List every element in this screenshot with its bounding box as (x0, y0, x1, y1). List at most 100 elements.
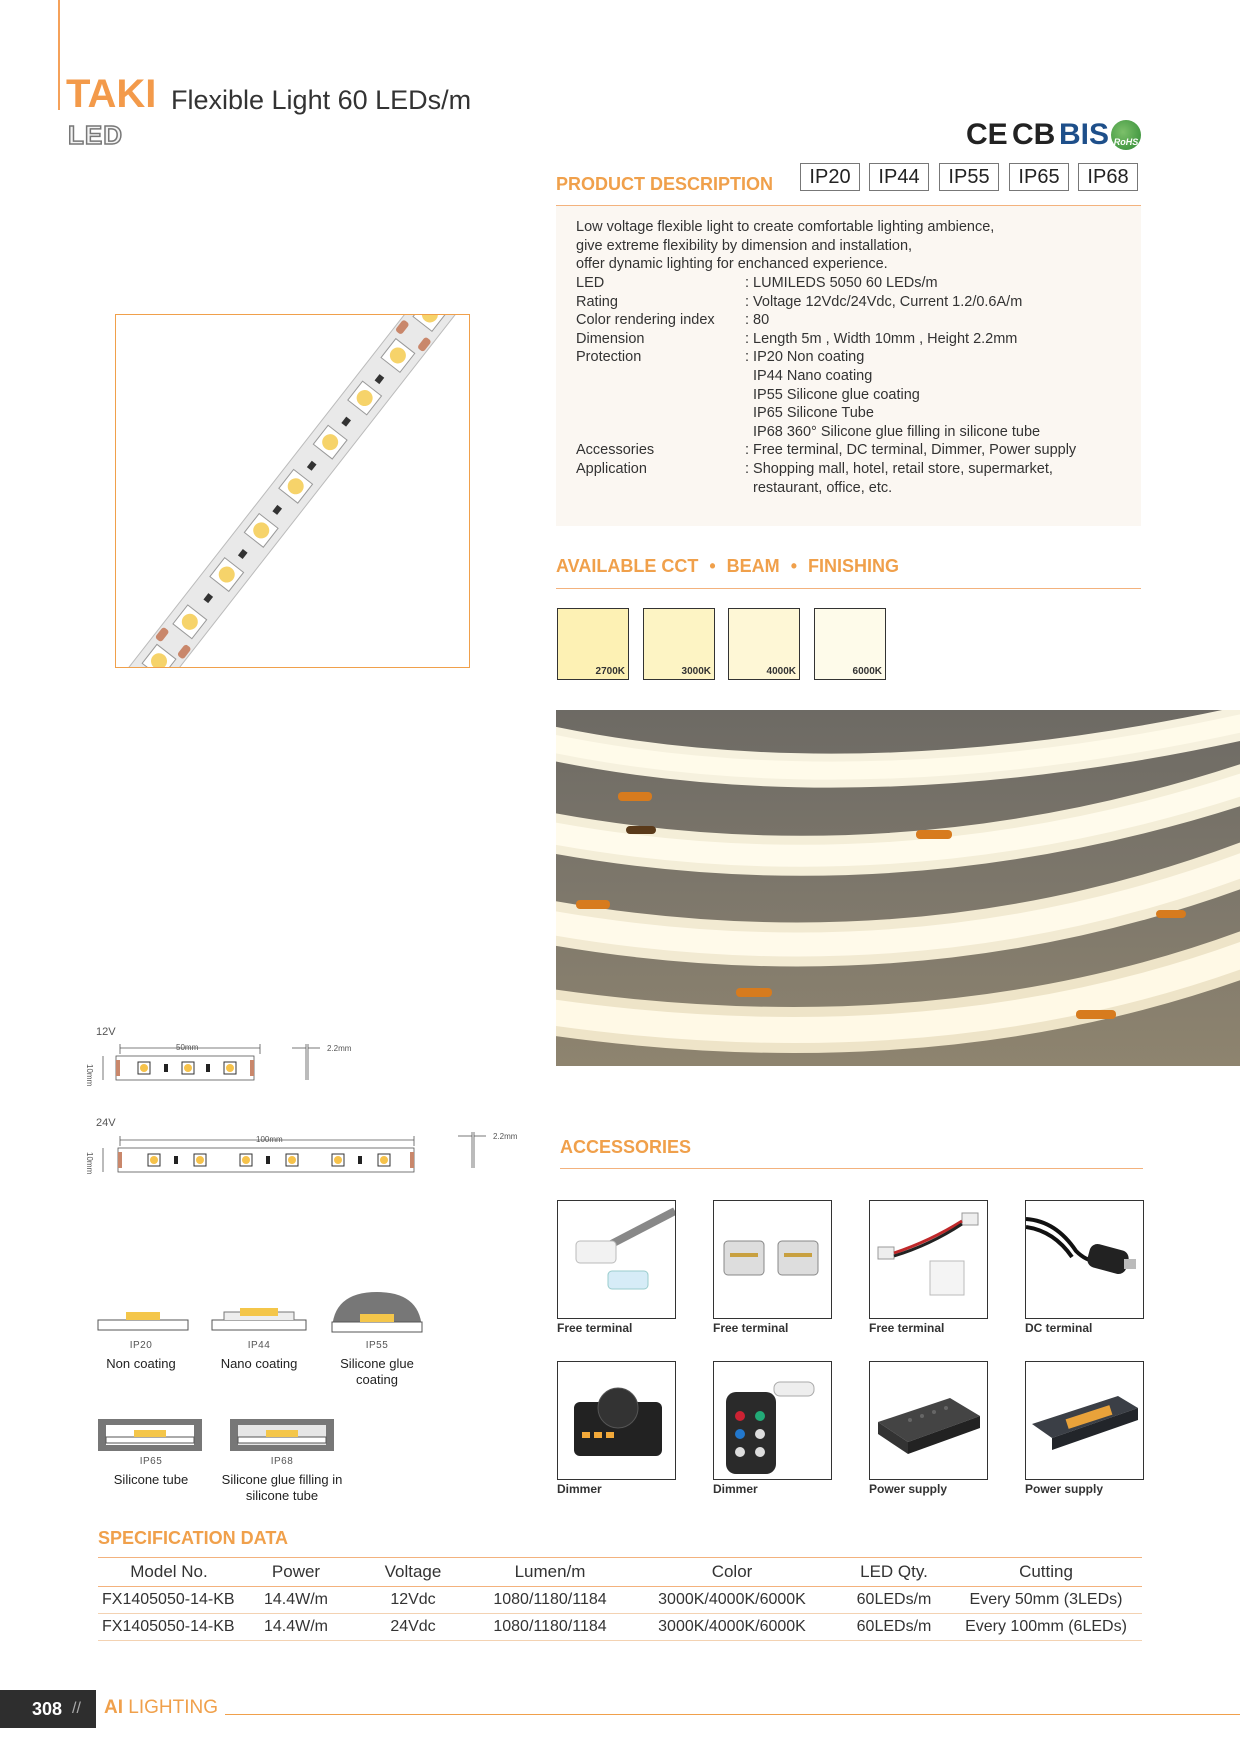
dim-12v-profile (292, 1044, 320, 1080)
bullet-icon: • (790, 556, 797, 576)
spec-value: : IP20 Non coating (745, 349, 865, 366)
bullet-icon: • (709, 556, 716, 576)
ip-badge-ip55: IP55 (939, 163, 999, 191)
description-intro: Low voltage flexible light to create com… (576, 218, 994, 274)
free-terminal-icon (877, 1212, 979, 1296)
product-photo (115, 314, 470, 668)
accessory-dc-terminal (1025, 1200, 1144, 1319)
spec-value: : Voltage 12Vdc/24Vdc, Current 1.2/0.6A/… (745, 293, 1023, 310)
coating-ip65-icon (98, 1419, 202, 1451)
dim-24v-label: 24V (96, 1117, 116, 1129)
accessory-label: Dimmer (713, 1482, 758, 1496)
col-model: Model No. (98, 1557, 240, 1587)
dim-12v-height: 2.2mm (327, 1044, 352, 1053)
table-cell: 14.4W/m (240, 1613, 352, 1641)
dim-24v-length: 100mm (256, 1135, 283, 1144)
cct-swatch-label: 4000K (766, 666, 796, 677)
brand-title: TAKI (66, 72, 157, 116)
spec-value: IP68 360° Silicone glue filling in silic… (753, 423, 1041, 440)
dim-12v-width: 10mm (85, 1064, 94, 1087)
intro-line: give extreme flexibility by dimension an… (576, 237, 913, 254)
intro-line: Low voltage flexible light to create com… (576, 219, 995, 235)
ip-badge-ip68: IP68 (1078, 163, 1138, 191)
table-cell: 24Vdc (352, 1613, 474, 1641)
cct-swatch-label: 3000K (681, 666, 711, 677)
col-voltage: Voltage (352, 1557, 474, 1587)
led-strip-lit-photo (556, 710, 1240, 1066)
spec-data-heading: SPECIFICATION DATA (98, 1528, 288, 1548)
col-cutting: Cutting (950, 1557, 1142, 1587)
power-supply-icon (878, 1398, 980, 1454)
cct-swatch-4000k: 4000K (728, 608, 800, 680)
coating-ip55-icon (331, 1292, 423, 1333)
footer-rule (225, 1714, 1240, 1715)
spec-value: : Free terminal, DC terminal, Dimmer, Po… (745, 442, 1077, 459)
accessory-free-terminal-1 (557, 1200, 676, 1319)
dimmer-knob-icon (574, 1387, 662, 1456)
accessory-dimmer-2 (713, 1361, 832, 1480)
page-number: 308 (32, 1699, 63, 1719)
cct-swatch-2700k: 2700K (557, 608, 629, 680)
coating-name: Silicone tube (113, 1472, 189, 1487)
spec-label: Application (576, 461, 647, 477)
spec-table-header-row: Model No. Power Voltage Lumen/m Color LE… (98, 1557, 1142, 1587)
table-cell: FX1405050-14-KB (98, 1586, 240, 1614)
table-cell: FX1405050-14-KB (98, 1613, 240, 1641)
slash-icon: // (72, 1700, 81, 1717)
description-rule (556, 205, 1141, 206)
spec-value: IP44 Nano coating (753, 368, 873, 384)
dim-24v-profile (458, 1132, 486, 1168)
footer-brand-rest: LIGHTING (128, 1697, 219, 1718)
coating-code: IP65 (139, 1456, 163, 1467)
led-word-mark: LED (67, 119, 123, 151)
ip-badge-ip20: IP20 (800, 163, 860, 191)
spec-value: IP55 Silicone glue coating (753, 386, 920, 403)
dim-12v-label: 12V (96, 1026, 116, 1038)
coating-ip20-icon (97, 1312, 189, 1331)
accessory-label: Dimmer (557, 1482, 602, 1496)
cct-swatch-3000k: 3000K (643, 608, 715, 680)
lit-strips-image (556, 710, 1240, 1053)
page-number-box: 308 // (0, 1690, 96, 1728)
col-power: Power (240, 1557, 352, 1587)
accessory-free-terminal-2 (713, 1200, 832, 1319)
remote-dimmer-icon (726, 1381, 815, 1474)
ip-badge-ip65: IP65 (1009, 163, 1069, 191)
coating-name: Nano coating (220, 1356, 298, 1371)
spec-value: : Shopping mall, hotel, retail store, su… (745, 461, 1053, 477)
accessory-label: Free terminal (557, 1321, 633, 1335)
cct-heading-finishing: FINISHING (808, 556, 900, 576)
col-color: Color (626, 1557, 838, 1587)
accessories-rule (560, 1168, 1143, 1169)
table-row: FX1405050-14-KB 14.4W/m 24Vdc 1080/1180/… (98, 1613, 1142, 1641)
spec-value: IP65 Silicone Tube (753, 405, 874, 422)
table-row: FX1405050-14-KB 14.4W/m 12Vdc 1080/1180/… (98, 1586, 1142, 1614)
spec-label: Rating (576, 293, 618, 310)
dim-12v-drawing (102, 1044, 261, 1081)
cb-mark: CB (1012, 118, 1056, 151)
cct-swatch-label: 2700K (595, 666, 625, 677)
table-cell: 1080/1180/1184 (474, 1613, 626, 1641)
spec-label: Protection (576, 349, 642, 366)
rohs-icon: RoHS (1111, 120, 1141, 150)
table-cell: 60LEDs/m (838, 1613, 950, 1641)
product-description-heading: PRODUCT DESCRIPTION (556, 174, 774, 194)
product-title: Flexible Light 60 LEDs/m (171, 85, 472, 115)
cct-swatch-6000k: 6000K (814, 608, 886, 680)
accessory-power-supply-2 (1025, 1361, 1144, 1480)
coating-name: Non coating (106, 1356, 176, 1371)
accessory-label: DC terminal (1025, 1321, 1093, 1335)
header-accent-line (58, 0, 60, 110)
spec-value: : 80 (745, 312, 770, 329)
footer-brand: AI LIGHTING (104, 1697, 218, 1719)
footer-brand-bold: AI (104, 1697, 123, 1718)
accessory-free-terminal-3 (869, 1200, 988, 1319)
table-cell: 12Vdc (352, 1586, 474, 1614)
table-cell: 3000K/4000K/6000K (626, 1586, 838, 1614)
coating-ip44-icon (211, 1308, 307, 1331)
accessory-dimmer-1 (557, 1361, 676, 1480)
table-cell: 60LEDs/m (838, 1586, 950, 1614)
cct-heading: AVAILABLE CCT • BEAM • FINISHING (556, 556, 899, 577)
cct-heading-cct: AVAILABLE CCT (556, 556, 699, 576)
spec-value: : Length 5m , Width 10mm , Height 2.2mm (745, 330, 1018, 347)
